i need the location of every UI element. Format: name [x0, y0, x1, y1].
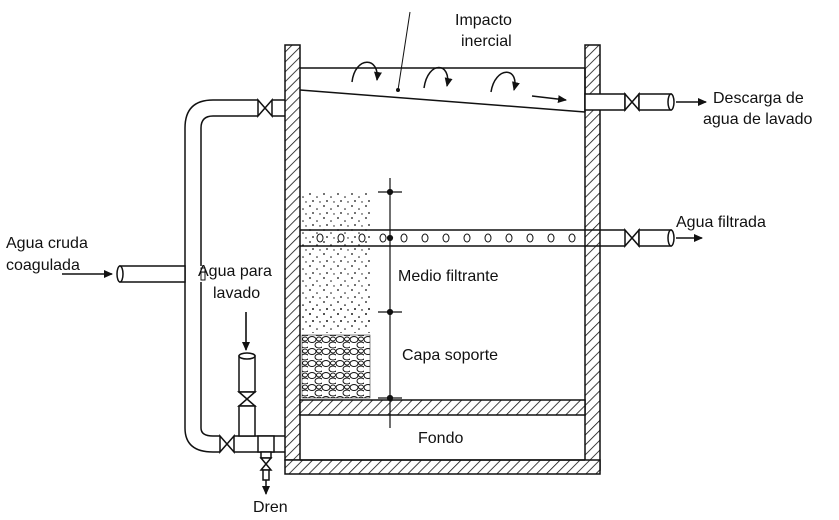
discharge-valve	[624, 92, 640, 112]
washwater-trough	[299, 11, 586, 113]
flow-arrow	[531, 95, 567, 104]
collector-pipe	[300, 228, 703, 248]
collector-holes	[316, 233, 576, 243]
label-agua-para-lavado-2: lavado	[213, 285, 260, 302]
raw-water-inlet	[62, 265, 206, 283]
label-dren: Dren	[253, 499, 288, 516]
backwash-supply	[237, 312, 257, 437]
curl-arrow-2	[423, 66, 453, 89]
label-agua-cruda-1: Agua cruda	[6, 235, 88, 252]
discharge-pipe	[584, 92, 707, 112]
drain	[257, 435, 275, 495]
label-agua-filtrada: Agua filtrada	[676, 214, 766, 231]
tank	[284, 44, 601, 475]
label-medio-filtrante: Medio filtrante	[398, 268, 499, 285]
label-agua-cruda-2: coagulada	[6, 257, 80, 274]
inlet-bottom-valve	[219, 434, 235, 454]
gravel-layer	[301, 334, 371, 399]
label-descarga-1: Descarga de	[713, 90, 804, 107]
label-agua-para-lavado-1: Agua para	[198, 263, 272, 280]
label-capa-soporte: Capa soporte	[402, 347, 498, 364]
inlet-top-valve	[257, 98, 273, 118]
sand-layer	[302, 192, 370, 322]
backwash-valve	[237, 391, 257, 407]
filtered-valve	[624, 228, 640, 248]
label-fondo: Fondo	[418, 430, 463, 447]
label-impacto-1: Impacto	[455, 12, 512, 29]
drain-valve	[259, 457, 273, 471]
layer-dimension-line	[378, 178, 402, 428]
tank-left-wall	[284, 44, 301, 461]
curl-arrow-3	[490, 71, 520, 93]
tank-bottom-wall	[284, 459, 601, 475]
label-descarga-2: agua de lavado	[703, 111, 813, 128]
curl-arrow-1	[351, 61, 382, 83]
coarse-sand-layer	[302, 305, 370, 333]
filter-media	[301, 192, 371, 399]
label-impacto-2: inercial	[461, 33, 512, 50]
false-bottom-plate	[299, 399, 586, 416]
pointer-line	[397, 11, 411, 91]
